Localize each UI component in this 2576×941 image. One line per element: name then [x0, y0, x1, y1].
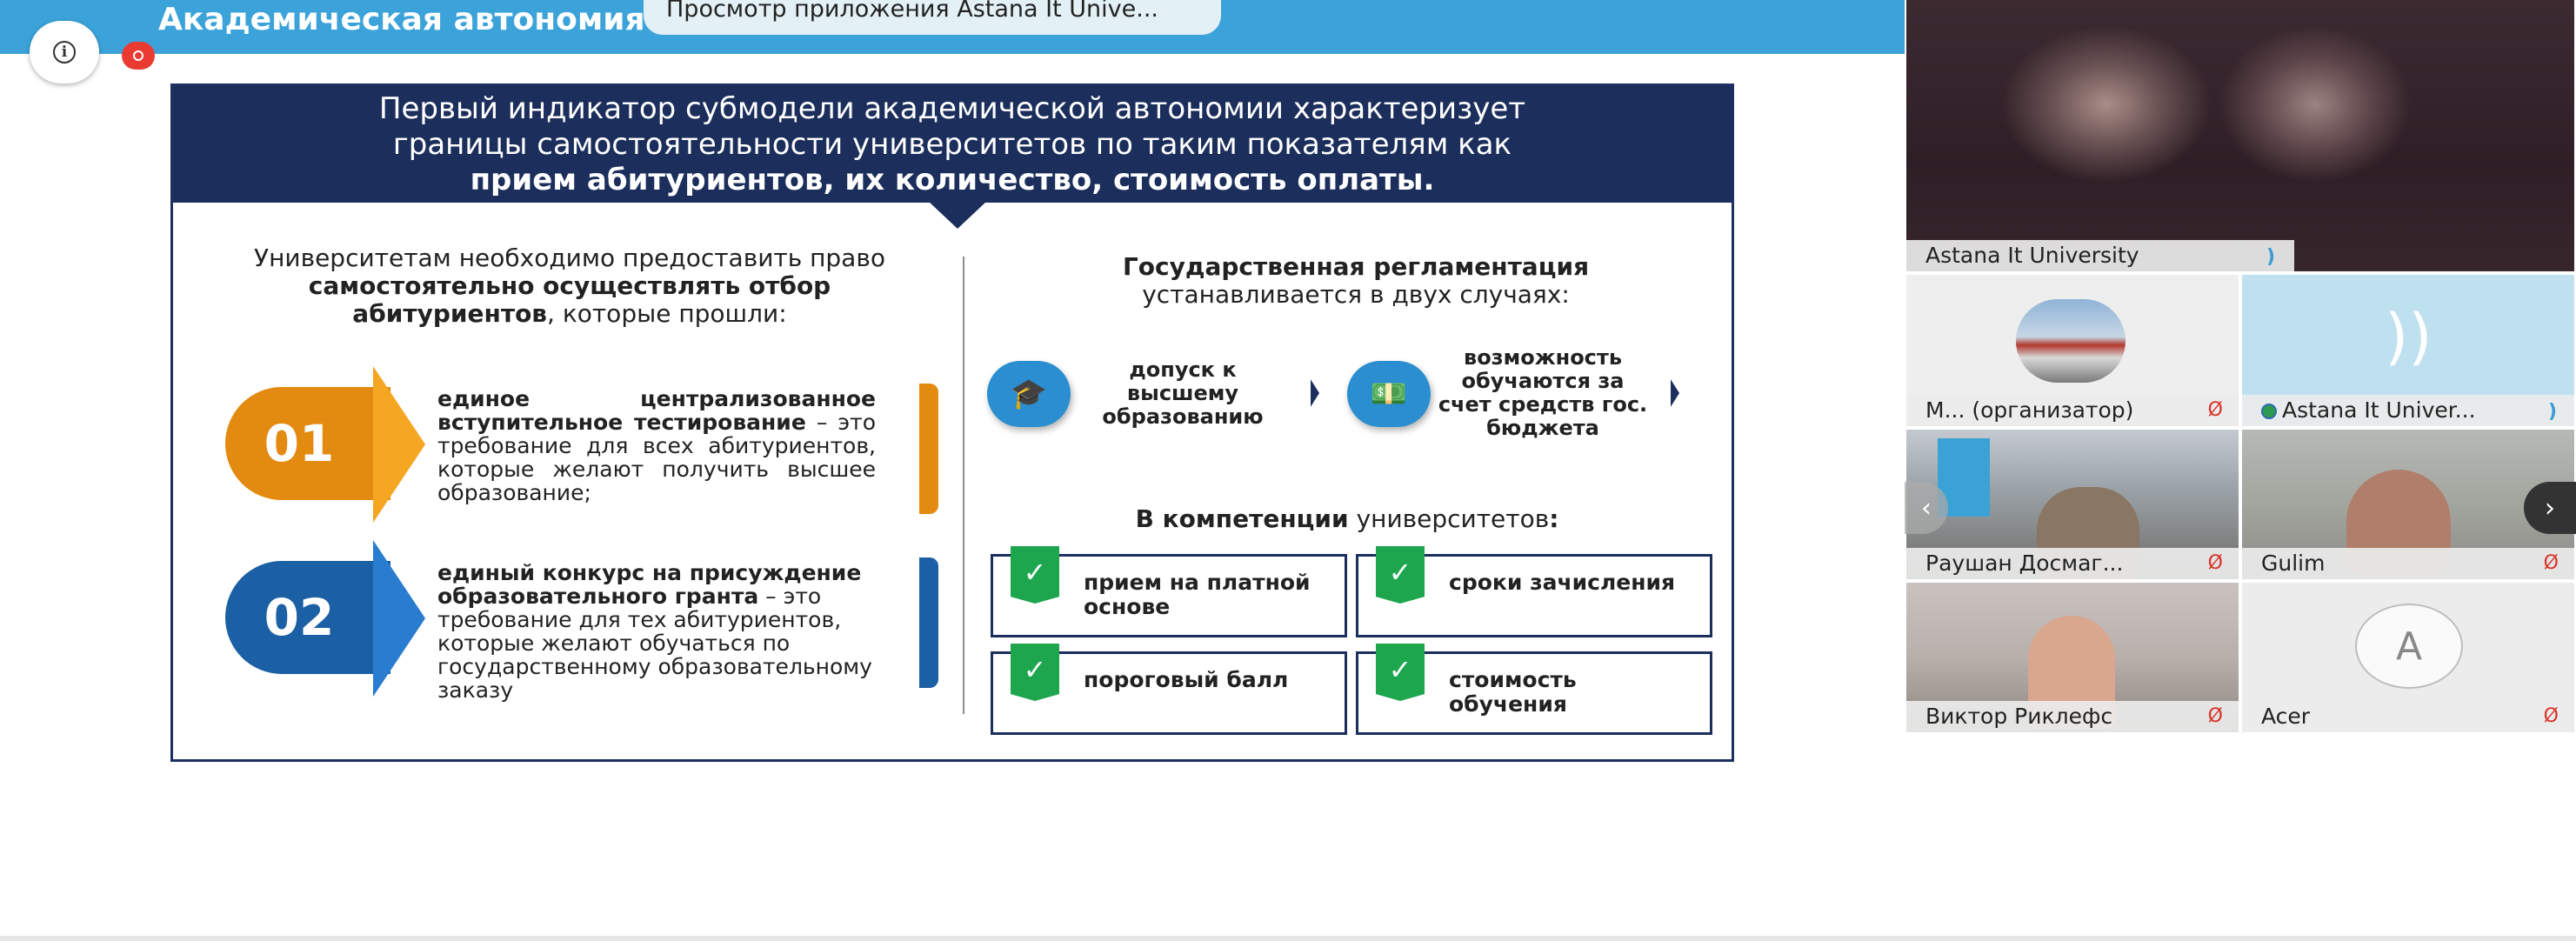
mic-muted-icon: Ø	[2543, 552, 2559, 574]
requirement-text: единый конкурс на присуждение образовате…	[437, 560, 872, 703]
competence-text: пороговый балл	[1084, 667, 1289, 692]
regulation-case-budget: 💵 возможность обучаются за счет средств …	[1347, 337, 1679, 450]
competence-item: ✓ прием на платной основе	[991, 546, 1347, 637]
speaking-icon: ))	[2385, 301, 2433, 372]
participants-panel: Astana It University ) М... (организатор…	[1905, 0, 2576, 936]
left-intro-text: Университетам необходимо предоставить пр…	[254, 244, 885, 328]
competence-text: стоимость обучения	[1449, 667, 1577, 717]
video-tile[interactable]: )) Astana It Univer... )	[2242, 275, 2574, 426]
recording-indicator[interactable]	[122, 42, 155, 70]
header-line: Первый индикатор субмодели академической…	[378, 91, 1526, 126]
regulation-case-admission: 🎓 допуск к высшему образованию	[987, 337, 1319, 450]
competence-title: В компетенции университетов:	[1135, 504, 1559, 533]
pill-text: допуск к высшему образованию	[1102, 357, 1264, 429]
mic-muted-icon: Ø	[2543, 705, 2559, 727]
speaker-icon: )	[2547, 401, 2557, 423]
speaker-icon: )	[2266, 246, 2275, 268]
badge-arrow	[373, 366, 425, 523]
participant-name: Acer	[2242, 701, 2574, 732]
checkmark-icon: ✓	[1376, 546, 1425, 604]
info-icon: i	[53, 41, 76, 63]
participant-name: М... (организатор)	[1906, 395, 2239, 426]
presentation-slide: Первый индикатор субмодели академической…	[170, 83, 1734, 762]
mic-muted-icon: Ø	[2207, 552, 2223, 574]
preview-app-name: Astana It Unive...	[957, 0, 1158, 23]
requirement-01: 01 единое централизованное вступительное…	[225, 366, 938, 523]
bottom-edge	[0, 936, 2576, 941]
mic-muted-icon: Ø	[2207, 399, 2223, 421]
slide-header: Первый индикатор субмодели академической…	[173, 86, 1732, 203]
competence-item: ✓ стоимость обучения	[1356, 644, 1712, 735]
badge-number: 01	[225, 387, 390, 500]
recording-icon	[133, 50, 143, 61]
competence-text: прием на платной основе	[1084, 570, 1311, 619]
requirement-text: единое централизованное вступительное те…	[437, 386, 876, 505]
badge-side-bar	[919, 557, 938, 688]
competence-text: сроки зачисления	[1449, 570, 1676, 595]
header-notch	[928, 201, 987, 229]
graduation-cap-icon: 🎓	[987, 361, 1071, 427]
money-icon: 💵	[1347, 361, 1431, 427]
prev-page-button[interactable]: ‹	[1905, 482, 1948, 534]
mic-muted-icon: Ø	[2207, 705, 2223, 727]
shared-screen: Академическая автономия i Просмотр прило…	[0, 0, 1905, 762]
chevron-right-icon: ›	[2545, 492, 2555, 524]
participant-name: Виктор Риклефс	[1906, 701, 2239, 732]
next-page-button[interactable]: ›	[2524, 482, 2576, 534]
checkmark-icon: ✓	[1011, 644, 1059, 701]
column-divider	[963, 257, 964, 714]
badge-side-bar	[919, 384, 938, 514]
participant-name: Astana It Univer...	[2282, 397, 2476, 423]
participant-name-row: Astana It Univer...	[2242, 395, 2574, 426]
video-tile[interactable]: Раушан Досмаг... Ø	[1906, 430, 2239, 579]
video-tile[interactable]: A Acer Ø	[2242, 583, 2574, 732]
globe-icon	[2261, 404, 2277, 419]
badge-number: 02	[225, 561, 390, 674]
video-tile[interactable]: М... (организатор) Ø	[1906, 275, 2239, 426]
checkmark-icon: ✓	[1011, 546, 1059, 604]
video-tile[interactable]: Виктор Риклефс Ø	[1906, 583, 2239, 732]
shared-slide-title: Академическая автономия	[158, 2, 645, 37]
checkmark-icon: ✓	[1376, 644, 1425, 701]
header-line-bold: прием абитуриентов, их количество, стоим…	[470, 163, 1435, 197]
requirement-02: 02 единый конкурс на присуждение образов…	[225, 540, 938, 702]
participant-name: Gulim	[2242, 548, 2574, 579]
app-preview-banner[interactable]: Просмотр приложения Astana It Unive...	[644, 0, 1221, 35]
preview-label: Просмотр приложения	[666, 0, 950, 23]
info-button[interactable]: i	[30, 21, 99, 83]
initial-avatar: A	[2355, 604, 2463, 689]
pill-text: возможность обучаются за счет средств го…	[1438, 345, 1648, 440]
avatar	[2016, 299, 2126, 383]
main-video-tile[interactable]: Astana It University )	[1906, 0, 2574, 271]
badge-arrow	[373, 540, 425, 697]
participant-name: Раушан Досмаг...	[1906, 548, 2239, 579]
video-tile[interactable]: Gulim Ø	[2242, 430, 2574, 579]
competence-item: ✓ пороговый балл	[991, 644, 1347, 735]
header-line: границы самостоятельности университетов …	[392, 127, 1512, 162]
chevron-left-icon: ‹	[1921, 492, 1932, 524]
competence-item: ✓ сроки зачисления	[1356, 546, 1712, 637]
participant-name: Astana It University	[1906, 240, 2294, 271]
